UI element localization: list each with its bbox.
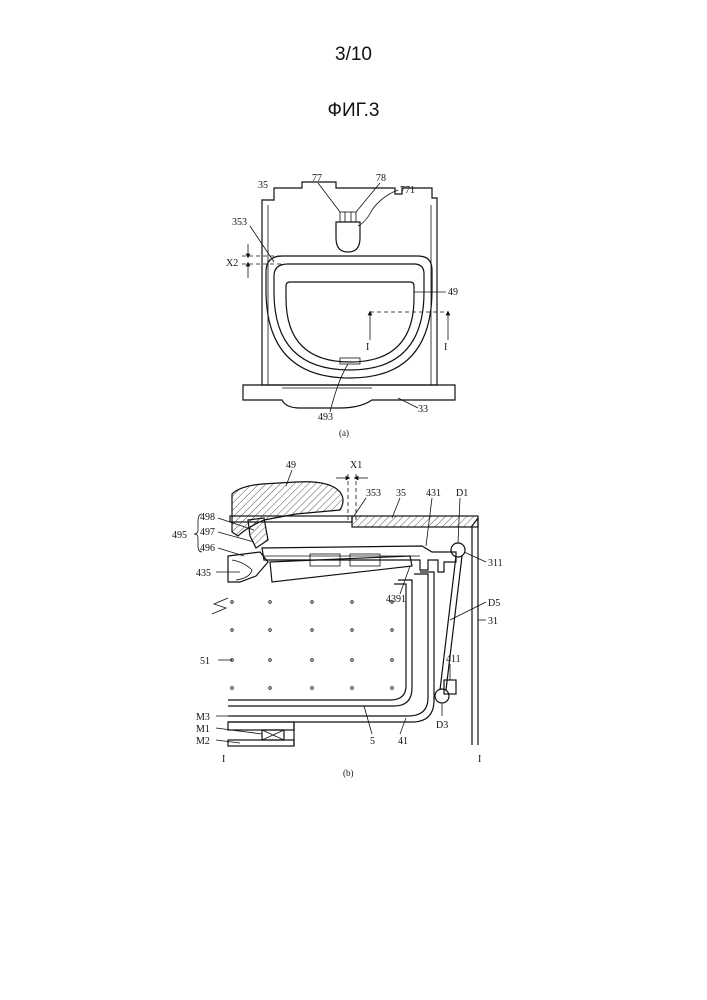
label-497: 497 [200, 527, 215, 538]
label-41: 41 [398, 736, 408, 747]
latch-493 [340, 358, 360, 364]
door-window-49 [286, 282, 414, 362]
label-496: 496 [200, 543, 215, 554]
label-431: 431 [426, 488, 441, 499]
view-a: 35 77 78 771 353 X2 49 I I 493 33 (a) [226, 173, 458, 438]
top-cover-outline [262, 182, 437, 385]
label-49: 49 [286, 460, 296, 471]
motor-m3 [228, 722, 294, 730]
label-section-i-left: I [222, 754, 225, 765]
label-78: 78 [376, 173, 386, 184]
label-51: 51 [200, 656, 210, 667]
label-435: 435 [196, 568, 211, 579]
label-d5: D5 [488, 598, 500, 609]
label-4391: 4391 [386, 594, 406, 605]
label-771: 771 [400, 185, 415, 196]
cup-771 [336, 222, 360, 252]
label-section-i-right: I [478, 754, 481, 765]
caption-a: (a) [339, 428, 349, 438]
drum-perforations-51 [231, 601, 394, 690]
cup-neck [340, 212, 356, 222]
label-m2: M2 [196, 736, 210, 747]
label-49: 49 [448, 287, 458, 298]
label-section-i-left: I [366, 342, 369, 353]
label-m3: M3 [196, 712, 210, 723]
damper-joint-d3 [435, 689, 449, 703]
label-d3: D3 [436, 720, 448, 731]
break-line [212, 598, 228, 614]
label-35: 35 [396, 488, 406, 499]
view-b: 49 X1 353 35 431 D1 498 497 495 496 435 … [172, 460, 503, 778]
label-35: 35 [258, 180, 268, 191]
label-495: 495 [172, 530, 187, 541]
label-411: 411 [446, 654, 461, 665]
label-5: 5 [370, 736, 375, 747]
damper-joint-d1 [451, 543, 465, 557]
label-d1: D1 [456, 488, 468, 499]
door-outer-frame [266, 256, 432, 378]
label-493: 493 [318, 412, 333, 423]
label-311: 311 [488, 558, 503, 569]
frame-431 [262, 546, 456, 572]
door-middle-frame [274, 264, 424, 370]
caption-b: (b) [343, 768, 354, 778]
label-x1: X1 [350, 460, 362, 471]
drum-5 [228, 580, 412, 706]
label-x2: X2 [226, 258, 238, 269]
label-353: 353 [366, 488, 381, 499]
label-353: 353 [232, 217, 247, 228]
label-m1: M1 [196, 724, 210, 735]
label-section-i-right: I [444, 342, 447, 353]
label-498: 498 [200, 512, 215, 523]
door-frame-498 [248, 518, 268, 548]
label-31: 31 [488, 616, 498, 627]
label-33: 33 [418, 404, 428, 415]
label-77: 77 [312, 173, 322, 184]
